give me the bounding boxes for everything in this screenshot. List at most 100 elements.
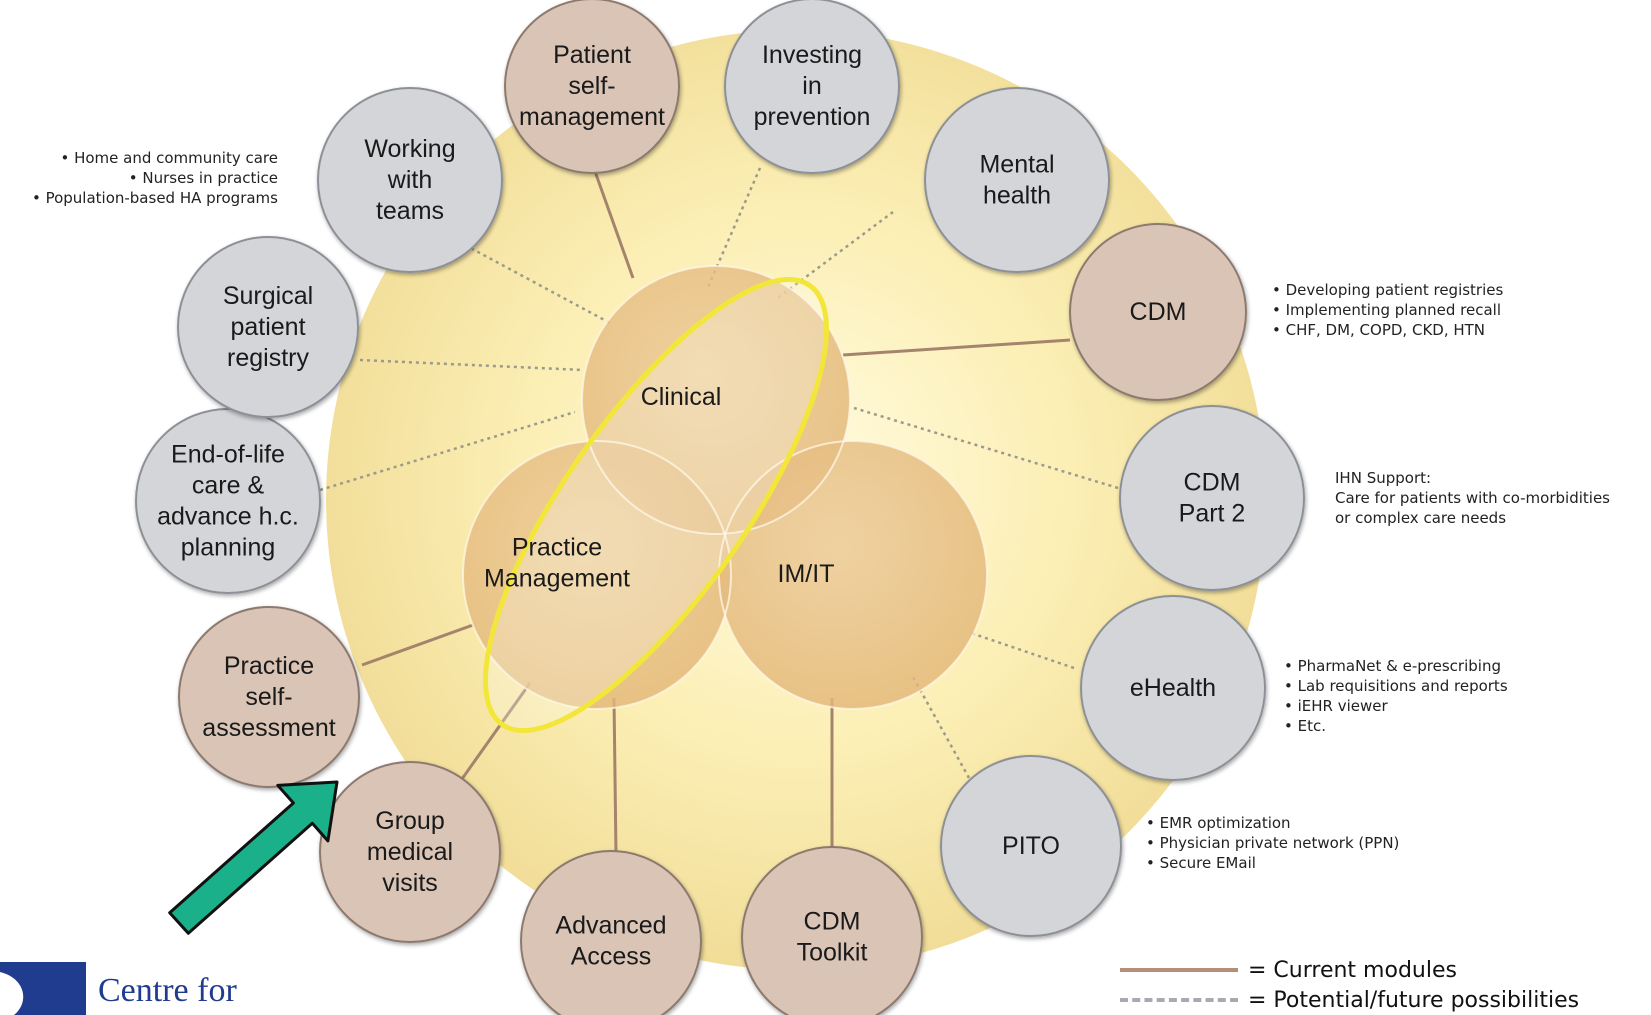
note-heading: IHN Support:	[1335, 469, 1432, 487]
module-circle	[741, 846, 923, 1015]
module-cdm-label-line: CDM	[1130, 298, 1187, 326]
core-practice-management-label-line: Practice	[512, 534, 602, 562]
connector-practice-self-assessment	[361, 623, 474, 667]
module-practice-self-assessment-label-line: self-	[245, 683, 292, 711]
module-investing-in-prevention: Investing in prevention	[724, 0, 900, 174]
core-circles	[462, 265, 988, 734]
note-line: Care for patients with co-morbidities	[1335, 489, 1610, 507]
legend-current-swatch	[1120, 968, 1238, 972]
note-line: or complex care needs	[1335, 509, 1507, 527]
connector-ehealth	[967, 630, 1075, 670]
module-surgical-patient-registry-label-line: registry	[227, 344, 309, 372]
module-mental-health-label-line: health	[983, 182, 1051, 210]
legend-current-label: = Current modules	[1248, 957, 1457, 983]
module-cdm-part-2-label-line: CDM	[1184, 469, 1241, 497]
module-group-medical-visits-label-line: Group	[375, 807, 444, 835]
module-working-with-teams-label-line: teams	[376, 197, 444, 225]
legend: = Current modules = Potential/future pos…	[1120, 955, 1651, 1015]
note-line: • Nurses in practice	[128, 169, 278, 187]
module-circle	[1069, 223, 1247, 401]
note-line: • Etc.	[1284, 717, 1326, 735]
module-circle	[940, 755, 1122, 937]
note-line: • CHF, DM, COPD, CKD, HTN	[1272, 321, 1486, 339]
module-practice-self-assessment: Practice self-assessment	[178, 606, 360, 788]
note-line: • PharmaNet & e-prescribing	[1284, 657, 1501, 675]
module-cdm-toolkit-label-line: CDM	[804, 908, 861, 936]
connector-lines	[319, 162, 1119, 856]
core-practice-management-outline	[462, 440, 732, 710]
connector-investing-in-prevention	[706, 167, 762, 288]
module-patient-self-management: Patient self-management	[504, 0, 680, 174]
module-cdm: CDM	[1069, 223, 1247, 401]
module-circle	[924, 87, 1110, 273]
module-patient-self-management-label-line: management	[519, 103, 665, 131]
module-end-of-life-care-label-line: care &	[192, 472, 265, 500]
module-pito-label-line: PITO	[1002, 832, 1060, 860]
module-advanced-access-label-line: Access	[571, 943, 652, 971]
module-circle	[177, 236, 359, 418]
module-working-with-teams-label-line: Working	[364, 135, 455, 163]
module-ehealth: eHealth	[1080, 595, 1266, 781]
module-patient-self-management-label-line: Patient	[553, 41, 631, 69]
note-line: • Implementing planned recall	[1272, 301, 1502, 319]
module-investing-in-prevention-label-line: in	[802, 72, 821, 100]
note-working-with-teams: • Home and community care • Nurses in pr…	[32, 148, 278, 208]
connector-cdm	[842, 338, 1071, 357]
module-surgical-patient-registry-label-line: patient	[230, 313, 305, 341]
module-circles: Patient self-management Investing in prevent…	[135, 0, 1305, 1015]
core-clinical-outline	[581, 265, 851, 535]
logo-mark	[0, 962, 86, 1015]
legend-future-swatch	[1120, 998, 1238, 1002]
note-line: • Population-based HA programs	[31, 189, 278, 207]
module-end-of-life-care-label-line: planning	[181, 534, 276, 562]
module-circle	[1119, 405, 1305, 591]
legend-future-label: = Potential/future possibilities	[1248, 987, 1580, 1013]
note-ehealth: • PharmaNet & e-prescribing • Lab requis…	[1284, 656, 1508, 736]
note-line: • iEHR viewer	[1284, 697, 1388, 715]
note-line: • Developing patient registries	[1272, 281, 1504, 299]
module-investing-in-prevention-label-line: prevention	[754, 103, 871, 131]
logo-text: Centre for	[98, 972, 237, 1009]
module-end-of-life-care-label-line: End-of-life	[171, 441, 285, 469]
module-practice-self-assessment-label-line: assessment	[202, 714, 335, 742]
core-practice-management	[463, 441, 731, 709]
connector-advanced-access	[612, 697, 618, 856]
core-clinical-label-line: Clinical	[641, 383, 722, 411]
module-investing-in-prevention-label-line: Investing	[762, 41, 862, 69]
module-circle	[317, 87, 503, 273]
connector-pito	[911, 676, 971, 779]
module-mental-health: Mental health	[924, 87, 1110, 273]
module-surgical-patient-registry-label-line: Surgical	[223, 282, 313, 310]
module-cdm-part-2-label-line: Part 2	[1179, 500, 1246, 528]
core-im-it	[719, 441, 987, 709]
core-im-it-label-line: IM/IT	[778, 560, 835, 588]
organization-logo: Centre for	[0, 962, 260, 1015]
module-circle	[135, 408, 321, 594]
connector-surgical-patient-registry	[359, 358, 584, 372]
module-circle	[520, 850, 702, 1015]
note-line: • Secure EMail	[1146, 854, 1256, 872]
connector-patient-self-management	[590, 162, 635, 279]
module-advanced-access-label-line: Advanced	[555, 912, 666, 940]
module-group-medical-visits: Group medical visits	[319, 761, 501, 943]
note-line: • Home and community care	[60, 149, 278, 167]
module-circle	[724, 0, 900, 174]
note-cdm: • Developing patient registries • Implem…	[1272, 280, 1503, 340]
core-practice-management-label-line: Management	[484, 565, 630, 593]
module-group-medical-visits-label-line: medical	[367, 838, 453, 866]
module-circle	[319, 761, 501, 943]
module-cdm-part-2: CDM Part 2	[1119, 405, 1305, 591]
highlight-ellipse	[483, 276, 829, 734]
module-patient-self-management-label-line: self-	[568, 72, 615, 100]
module-pito: PITO	[940, 755, 1122, 937]
connector-group-medical-visits	[455, 682, 532, 787]
module-practice-self-assessment-label-line: Practice	[224, 652, 314, 680]
module-group-medical-visits-label-line: visits	[382, 869, 438, 897]
legend-future: = Potential/future possibilities	[1120, 985, 1579, 1015]
module-mental-health-label-line: Mental	[979, 151, 1054, 179]
module-ehealth-label-line: eHealth	[1130, 674, 1216, 702]
